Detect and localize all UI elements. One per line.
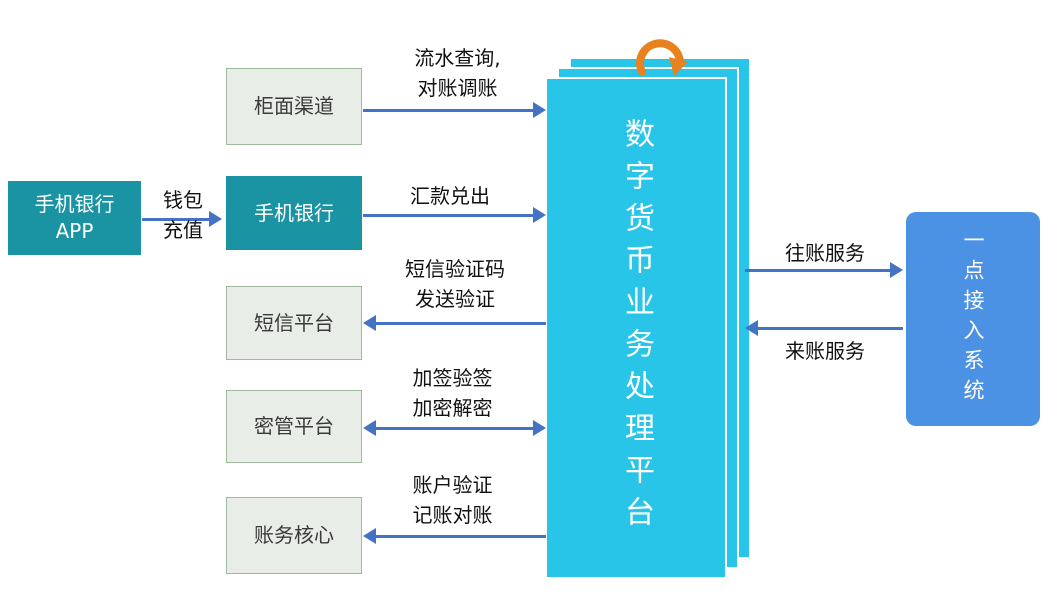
- node-access-system-label: 一点接入系统: [961, 229, 985, 409]
- edge-label-remittance: 汇款兑出: [410, 184, 490, 208]
- node-platform: 数字货币业务处理平台: [545, 77, 727, 579]
- arrow-counter-to-platform: [363, 102, 546, 118]
- node-key-mgmt-platform-label: 密管平台: [254, 414, 334, 438]
- arrow-head-icon: [363, 528, 376, 544]
- arrow-head-icon: [209, 211, 222, 227]
- arrow-head-icon: [533, 420, 546, 436]
- arrow-app-to-mobile-banking: [142, 211, 222, 227]
- node-sms-platform: 短信平台: [226, 286, 362, 360]
- arrow-shaft: [755, 327, 903, 330]
- edge-label-sms-verify: 短信验证码 发送验证: [405, 257, 505, 311]
- arrow-shaft: [373, 535, 546, 538]
- node-mobile-banking-app-label: 手机银行 APP: [34, 192, 115, 243]
- node-accounting-core-label: 账务核心: [254, 523, 334, 547]
- edge-label-incoming-service: 来账服务: [785, 339, 865, 363]
- arrow-access-to-platform: [745, 320, 903, 336]
- node-access-system: 一点接入系统: [906, 212, 1040, 426]
- edge-label-counter-flow: 流水查询, 对账调账: [414, 46, 501, 100]
- node-mobile-banking-app: 手机银行 APP: [8, 181, 141, 255]
- arrow-platform-keymgmt-bidirectional: [363, 420, 546, 436]
- arrow-head-icon: [890, 262, 903, 278]
- edge-label-outgoing-service: 往账服务: [785, 241, 865, 265]
- node-mobile-banking: 手机银行: [226, 176, 362, 250]
- arrow-mobile-banking-to-platform: [363, 207, 546, 223]
- arrow-head-icon: [533, 207, 546, 223]
- arrow-shaft: [363, 214, 536, 217]
- arrow-platform-to-accounting: [363, 528, 546, 544]
- node-accounting-core: 账务核心: [226, 497, 362, 574]
- arrow-shaft: [142, 218, 212, 221]
- arrow-head-icon: [363, 315, 376, 331]
- arrow-platform-to-sms: [363, 315, 546, 331]
- edge-label-account-verify: 账户验证 记账对账: [412, 473, 493, 527]
- node-mobile-banking-label: 手机银行: [254, 200, 334, 225]
- node-counter-channel-label: 柜面渠道: [254, 94, 334, 118]
- arrow-head-icon: [363, 420, 376, 436]
- node-key-mgmt-platform: 密管平台: [226, 390, 362, 463]
- arrow-head-icon: [533, 102, 546, 118]
- arrow-shaft: [745, 269, 893, 272]
- arrow-shaft: [373, 322, 546, 325]
- arrow-shaft: [363, 109, 536, 112]
- node-sms-platform-label: 短信平台: [254, 310, 334, 335]
- arrow-head-icon: [745, 320, 758, 336]
- edge-label-wallet-recharge: 钱包 充值: [163, 188, 203, 242]
- node-platform-label: 数字货币业务处理平台: [619, 118, 654, 538]
- edge-label-sign-encrypt: 加签验签 加密解密: [412, 366, 493, 420]
- node-counter-channel: 柜面渠道: [226, 68, 362, 145]
- orange-loop-icon: [633, 30, 691, 80]
- arrow-shaft: [373, 427, 536, 430]
- arrow-platform-to-access: [745, 262, 903, 278]
